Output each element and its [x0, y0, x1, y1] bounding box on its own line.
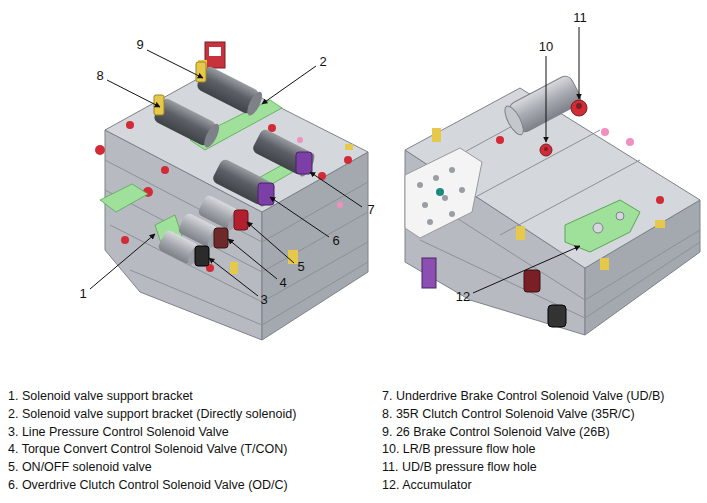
part-list-item: 1. Solenoid valve support bracket — [8, 389, 378, 403]
callout-number: 3 — [260, 293, 267, 308]
part-list-item: 7. Underdrive Brake Control Solenoid Val… — [382, 389, 707, 403]
leader-line — [147, 50, 203, 78]
leader-line — [247, 222, 294, 263]
left-valve-body — [95, 42, 368, 340]
solenoid-valve — [152, 65, 317, 267]
right-valve-body — [405, 73, 700, 335]
part-list-item: 2. Solenoid valve support bracket (Direc… — [8, 407, 378, 421]
callout-number: 2 — [319, 55, 326, 70]
part-list-item: 9. 26 Brake Control Solenoid Valve (26B) — [382, 425, 707, 439]
leader-line — [90, 234, 155, 289]
callout-number: 10 — [539, 40, 553, 55]
callout-number: 6 — [332, 234, 339, 249]
part-list-item: 12. Accumulator — [382, 478, 707, 492]
part-list-item: 8. 35R Clutch Control Solenoid Valve (35… — [382, 407, 707, 421]
part-list-item: 11. UD/B pressure flow hole — [382, 460, 707, 474]
leader-line — [270, 197, 329, 237]
body-layers — [405, 100, 700, 318]
part-list-item: 4. Torque Convert Control Solenoid Valve… — [8, 442, 378, 456]
solenoid-connector — [154, 62, 312, 266]
separator-plate — [405, 148, 482, 238]
callout-number: 4 — [279, 276, 286, 291]
leader-line — [262, 66, 316, 104]
leader-lines — [90, 27, 580, 296]
leader-line — [107, 80, 160, 107]
leader-line — [228, 239, 277, 279]
leader-line — [546, 56, 547, 142]
part-list-item: 5. ON/OFF solenoid valve — [8, 460, 378, 474]
leader-line — [579, 27, 580, 99]
leader-line — [209, 258, 258, 296]
part-list-item: 6. Overdrive Clutch Control Solenoid Val… — [8, 478, 378, 492]
leader-line — [473, 246, 580, 293]
callout-number: 7 — [367, 203, 374, 218]
part-list-item: 3. Line Pressure Control Solenoid Valve — [8, 425, 378, 439]
part-list-item: 10. LR/B pressure flow hole — [382, 442, 707, 456]
callout-number: 8 — [96, 69, 103, 84]
callout-number: 1 — [79, 287, 86, 302]
pressure-flow-hole — [540, 100, 587, 156]
callout-number: 9 — [136, 38, 143, 53]
callout-number: 5 — [297, 260, 304, 275]
callout-number: 12 — [456, 290, 470, 305]
body-ports — [422, 128, 665, 327]
callout-number: 11 — [573, 11, 587, 26]
leader-line — [310, 172, 362, 207]
body-ports — [95, 42, 353, 274]
